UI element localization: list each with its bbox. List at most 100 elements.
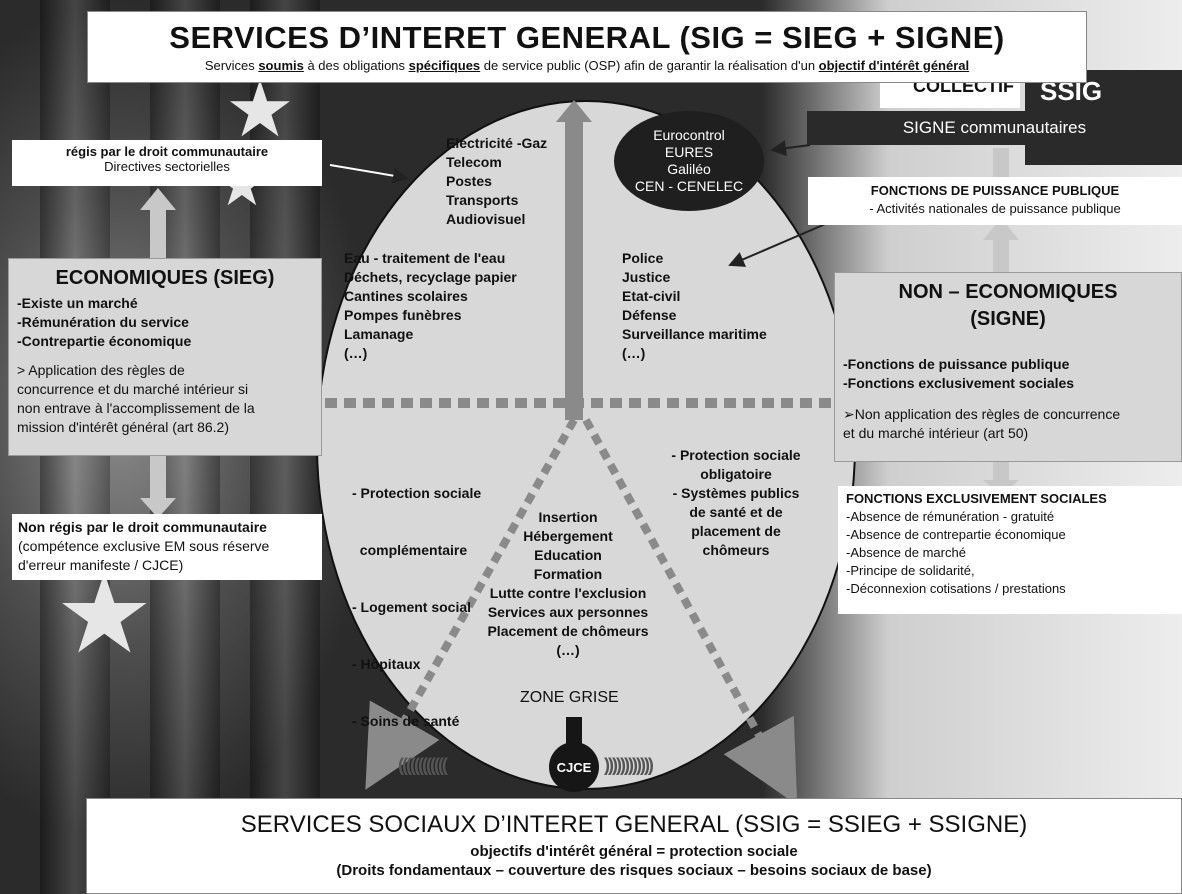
fonctions-exclusivement-sociales-box: FONCTIONS EXCLUSIVEMENT SOCIALES -Absenc… <box>838 486 1182 614</box>
regis-box: régis par le droit communautaire Directi… <box>12 140 322 186</box>
left-arrow-up-shaft <box>150 208 166 258</box>
non-regis-line: Non régis par le droit communautaire <box>18 519 267 535</box>
eurocontrol-oval: Eurocontrol EURES Galiléo CEN - CENELEC <box>614 111 764 211</box>
regis-sub: Directives sectorielles <box>104 159 230 174</box>
local-item: Pompes funèbres <box>344 307 462 323</box>
center-item: Formation <box>533 566 603 582</box>
right-arrow-up1-shaft <box>993 148 1009 178</box>
regalian-services-list: Police Justice Etat-civil Défense Survei… <box>622 249 767 363</box>
regalian-item: Défense <box>622 307 677 323</box>
network-item: Postes <box>446 173 492 189</box>
regalian-item: Etat-civil <box>622 288 681 304</box>
center-item: Placement de chômeurs <box>487 623 649 639</box>
bottom-title-box: SERVICES SOCIAUX D’INTERET GENERAL (SSIG… <box>86 798 1182 894</box>
bottom-title: SERVICES SOCIAUX D’INTERET GENERAL (SSIG… <box>240 811 1028 838</box>
network-item: Transports <box>446 192 519 208</box>
waves-left: (((((((((((( <box>398 755 448 775</box>
sieg-item: -Existe un marché <box>17 295 138 311</box>
prot-obl-item: de santé et de <box>689 504 783 520</box>
diagonal-arrow-left <box>365 418 578 790</box>
oval-line: CEN - CENELEC <box>634 178 744 194</box>
excl-item: -Principe de solidarité, <box>846 563 975 578</box>
prot-comp-item: - Hôpitaux <box>352 656 421 672</box>
puissance-title: FONCTIONS DE PUISSANCE PUBLIQUE <box>870 183 1120 198</box>
sieg-note: non entrave à l'accomplissement de la <box>17 400 255 416</box>
signe-item: -Fonctions exclusivement sociales <box>843 375 1075 391</box>
network-item: Audiovisuel <box>446 211 526 227</box>
signe-item: -Fonctions de puissance publique <box>843 356 1070 372</box>
diagonal-arrow-right <box>582 418 798 806</box>
excl-item: -Absence de rémunération - gratuité <box>846 509 1055 524</box>
local-item: Eau - traitement de l'eau <box>344 250 506 266</box>
prot-obl-item: obligatoire <box>700 466 772 482</box>
pointer-arrow-police <box>728 221 831 267</box>
sieg-box: ECONOMIQUES (SIEG) -Existe un marché -Ré… <box>8 258 322 456</box>
non-regis-line: (compétence exclusive EM sous réserve <box>18 538 270 554</box>
top-subtitle: Services soumis à des obligations spécif… <box>88 58 1086 73</box>
top-title: SERVICES D’INTERET GENERAL (SIG = SIEG +… <box>169 20 1005 55</box>
prot-comp-item: - Logement social <box>352 599 472 615</box>
non-regis-line: d'erreur manifeste / CJCE) <box>18 557 184 573</box>
center-item: (…) <box>556 642 580 658</box>
prot-comp-item: - Soins de santé <box>352 713 460 729</box>
right-arrow-up2-head <box>983 218 1019 240</box>
bottom-line2: (Droits fondamentaux – couverture des ri… <box>336 862 932 879</box>
top-subtitle-part: de service public (OSP) afin de garantir… <box>480 58 819 73</box>
non-regis-box: Non régis par le droit communautaire (co… <box>12 514 322 580</box>
local-services-list: Eau - traitement de l'eau Déchets, recyc… <box>344 249 517 363</box>
regis-title: régis par le droit communautaire <box>65 144 269 159</box>
oval-line: Galiléo <box>667 161 711 177</box>
sieg-item: -Contrepartie économique <box>17 333 192 349</box>
network-item: Telecom <box>446 154 502 170</box>
zone-grise-label: ZONE GRISE <box>520 689 619 706</box>
prot-comp-item: complémentaire <box>352 542 468 558</box>
prot-comp-item: - Protection sociale <box>352 485 482 501</box>
network-item: Electricité -Gaz <box>446 135 548 151</box>
local-item: Cantines scolaires <box>344 288 468 304</box>
top-subtitle-part: Services <box>204 58 259 73</box>
local-item: Lamanage <box>344 326 414 342</box>
oval-line: EURES <box>664 144 714 160</box>
cjce-badge: CJCE <box>549 742 599 792</box>
vertical-axis-arrowhead <box>556 100 592 122</box>
excl-title: FONCTIONS EXCLUSIVEMENT SOCIALES <box>846 491 1107 506</box>
center-item: Insertion <box>538 509 598 525</box>
waves-right: )))))))))))) <box>604 755 654 775</box>
protection-complementaire-list: - Protection sociale complémentaire - Lo… <box>352 446 481 750</box>
oval-line: Eurocontrol <box>653 127 725 143</box>
puissance-sub: - Activités nationales de puissance publ… <box>869 201 1121 216</box>
signe-box: NON – ECONOMIQUES (SIGNE) -Fonctions de … <box>834 272 1182 462</box>
sieg-title: ECONOMIQUES (SIEG) <box>55 267 275 289</box>
signe-title: NON – ECONOMIQUES <box>898 281 1118 303</box>
center-item: Hébergement <box>523 528 613 544</box>
local-item: Déchets, recyclage papier <box>344 269 517 285</box>
excl-item: -Absence de contrepartie économique <box>846 527 1066 542</box>
center-services-list: Insertion Hébergement Education Formatio… <box>468 508 668 660</box>
right-arrow-down-shaft <box>993 460 1009 482</box>
prot-obl-item: - Protection sociale <box>671 447 801 463</box>
regalian-item: (…) <box>622 345 646 361</box>
excl-item: -Absence de marché <box>846 545 966 560</box>
center-item: Education <box>534 547 602 563</box>
regalian-item: Surveillance maritime <box>622 326 767 342</box>
right-arrow-up2-shaft <box>993 238 1009 274</box>
left-arrow-down-shaft <box>150 455 166 500</box>
sieg-note: mission d'intérêt général (art 86.2) <box>17 419 229 435</box>
signe-communautaires-box: SIGNE communautaires <box>807 111 1182 145</box>
signe-title-2: (SIGNE) <box>970 308 1046 330</box>
top-subtitle-part: spécifiques <box>408 58 481 73</box>
prot-obl-item: chômeurs <box>702 542 770 558</box>
puissance-publique-box: FONCTIONS DE PUISSANCE PUBLIQUE - Activi… <box>808 177 1182 225</box>
top-subtitle-part: soumis <box>258 58 304 73</box>
local-item: (…) <box>344 345 368 361</box>
center-item: Lutte contre l'exclusion <box>489 585 647 601</box>
network-services-list: Electricité -Gaz Telecom Postes Transpor… <box>446 134 547 229</box>
prot-obl-item: placement de <box>691 523 781 539</box>
signe-note: ➢Non application des règles de concurren… <box>843 406 1121 422</box>
top-subtitle-part: objectif d'intérêt général <box>818 58 970 73</box>
sieg-note: concurrence et du marché intérieur si <box>17 381 249 397</box>
pointer-arrow-oval <box>770 140 811 157</box>
sieg-item: -Rémunération du service <box>17 314 189 330</box>
top-subtitle-part: à des obligations <box>303 58 409 73</box>
